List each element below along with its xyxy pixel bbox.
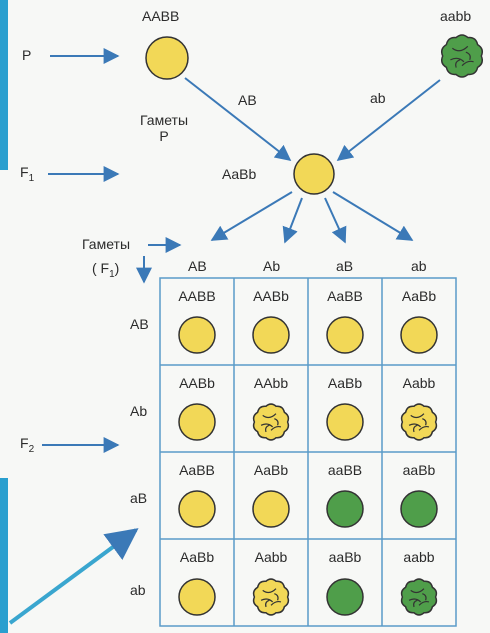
f1-genotype: AaBb xyxy=(222,166,257,182)
parent-left-genotype: AABB xyxy=(142,8,180,24)
row-header-3: aB xyxy=(130,490,148,506)
pea-cell-3-2 xyxy=(252,490,290,528)
pea-cell-1-3 xyxy=(326,316,364,354)
cell-genotype-2-1: AABb xyxy=(179,375,215,391)
parent-yellow-smooth-pea xyxy=(145,36,189,80)
arrow-gamete-3 xyxy=(324,197,347,244)
row-header-4: ab xyxy=(130,582,146,598)
column-header-3: aB xyxy=(336,258,354,274)
gamete-label-ab: ab xyxy=(370,90,386,106)
pea-cell-2-4 xyxy=(400,403,438,441)
pea-cell-4-2 xyxy=(252,578,290,616)
arrow-gamete-2 xyxy=(282,197,303,244)
pea-cell-1-1 xyxy=(178,316,216,354)
gametes-P-letter: P xyxy=(159,128,169,144)
cell-genotype-2-2: AAbb xyxy=(253,375,289,391)
pea-cell-4-3 xyxy=(326,578,364,616)
row-header-2: Ab xyxy=(130,403,148,419)
pea-cell-2-2 xyxy=(252,403,290,441)
pea-cell-2-1 xyxy=(178,403,216,441)
pea-cell-1-2 xyxy=(252,316,290,354)
cell-genotype-1-4: AaBb xyxy=(401,288,437,304)
cell-genotype-4-4: aabb xyxy=(403,549,435,565)
parent-green-wrinkled-pea xyxy=(441,34,483,78)
label-F1: F1 xyxy=(20,164,35,184)
label-P: P xyxy=(22,47,32,63)
pea-cell-4-4 xyxy=(400,578,438,616)
pea-cell-3-1 xyxy=(178,490,216,528)
f1-yellow-smooth-pea xyxy=(293,153,335,195)
cell-genotype-3-2: AaBb xyxy=(253,462,289,478)
punnett-grid xyxy=(159,277,457,627)
gametes-P-word: Гаметы xyxy=(140,112,189,128)
column-header-4: ab xyxy=(411,258,427,274)
cell-genotype-3-3: aaBB xyxy=(327,462,363,478)
pea-cell-4-1 xyxy=(178,578,216,616)
accent-bar-bottom xyxy=(0,478,8,633)
cell-genotype-1-1: AABB xyxy=(178,288,216,304)
pea-cell-1-4 xyxy=(400,316,438,354)
cell-genotype-3-1: AaBB xyxy=(179,462,215,478)
cell-genotype-4-2: Aabb xyxy=(254,549,288,565)
column-header-2: Ab xyxy=(263,258,281,274)
arrow-gamete-1 xyxy=(210,191,293,241)
accent-bar-top xyxy=(0,0,8,170)
pea-cell-2-3 xyxy=(326,403,364,441)
gametes-F1-gen: ( F1) xyxy=(92,260,120,280)
cell-genotype-2-4: Aabb xyxy=(402,375,436,391)
cell-genotype-4-3: aaBb xyxy=(328,549,362,565)
row-header-1: AB xyxy=(130,316,149,332)
column-header-1: AB xyxy=(188,258,207,274)
gametes-P-label: Гаметы P xyxy=(140,112,188,144)
cell-genotype-1-3: AaBB xyxy=(327,288,363,304)
arrow-diagonal xyxy=(8,528,139,625)
arrow-gamete-4 xyxy=(332,191,414,241)
pea-cell-3-3 xyxy=(326,490,364,528)
cell-genotype-4-1: AaBb xyxy=(179,549,215,565)
cell-genotype-1-2: AABb xyxy=(253,288,289,304)
gametes-F1-word: Гаметы xyxy=(82,236,131,252)
parent-right-genotype: aabb xyxy=(440,8,472,24)
arrow-parent-right xyxy=(336,79,441,161)
cell-genotype-3-4: aaBb xyxy=(402,462,436,478)
arrow-parent-left xyxy=(184,77,292,161)
pea-cell-3-4 xyxy=(400,490,438,528)
gamete-label-AB: AB xyxy=(238,92,257,108)
cell-genotype-2-3: AaBb xyxy=(327,375,363,391)
label-F2: F2 xyxy=(20,435,35,455)
